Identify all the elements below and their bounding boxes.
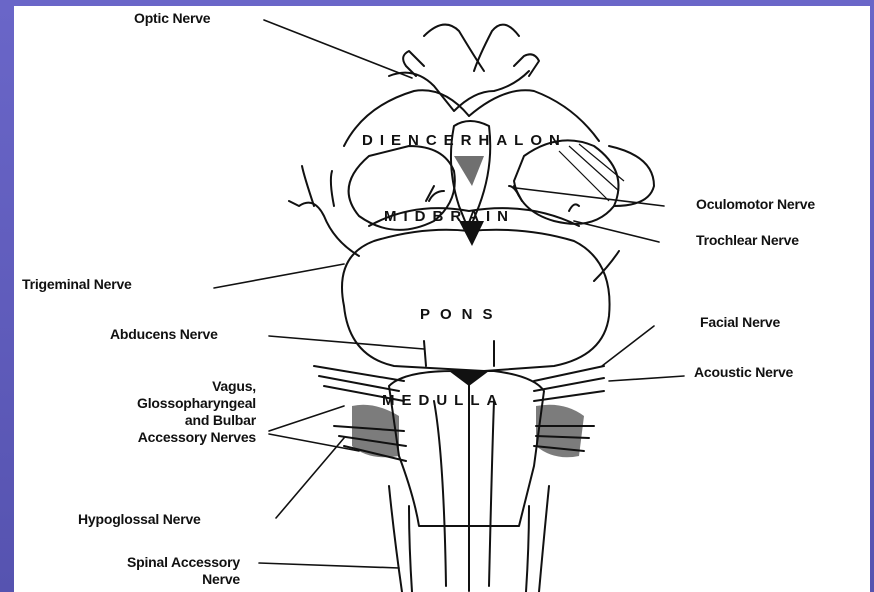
leader-acoustic — [609, 376, 684, 381]
diencephalon-right-lobe — [514, 140, 619, 223]
label-trigeminal-nerve: Trigeminal Nerve — [22, 276, 132, 293]
brainstem-diagram: DIENCERHALON MIDBRAIN PONS MEDULLA Optic… — [14, 6, 870, 592]
spinal-cord-left — [409, 506, 412, 592]
region-pons: PONS — [420, 306, 503, 323]
leader-abducens — [269, 336, 424, 349]
spinal-accessory-root — [389, 486, 402, 592]
leader-vagus-1 — [269, 406, 344, 431]
leader-oculomotor — [516, 188, 664, 206]
rootlets-right-1 — [534, 366, 604, 381]
rootlets-right-2 — [534, 378, 604, 391]
abducens-root-left — [424, 341, 426, 366]
nerve-bundle-left — [352, 405, 399, 458]
trigeminal-branch-2 — [331, 171, 334, 206]
pons-body — [342, 230, 610, 371]
trigeminal-root-left — [289, 201, 359, 256]
trigeminal-branch-1 — [302, 166, 314, 206]
label-vagus-line1: Vagus, — [44, 378, 256, 395]
spinal-accessory-root-right — [539, 486, 549, 592]
olfactory-area-left — [424, 25, 484, 71]
rootlets-left-1 — [314, 366, 404, 381]
label-hypoglossal-nerve: Hypoglossal Nerve — [78, 511, 201, 528]
label-oculomotor-nerve: Oculomotor Nerve — [696, 196, 815, 213]
leader-spinal — [259, 563, 399, 568]
nerve-bundle-right — [536, 405, 584, 458]
leader-hypoglossal — [276, 438, 344, 518]
brainstem-drawing — [14, 6, 870, 592]
label-vagus-line4: Accessory Nerves — [44, 429, 256, 446]
leader-trigeminal — [214, 264, 344, 288]
label-vagus-line2: Glossopharyngeal — [44, 395, 256, 412]
label-abducens-nerve: Abducens Nerve — [110, 326, 218, 343]
label-vagus-line3: and Bulbar — [44, 412, 256, 429]
region-medulla: MEDULLA — [382, 392, 504, 409]
label-acoustic-nerve: Acoustic Nerve — [694, 364, 793, 381]
region-midbrain: MIDBRAIN — [384, 208, 515, 225]
label-spinal-accessory-group: Spinal Accessory Nerve — [54, 554, 240, 588]
leader-trochlear — [574, 221, 659, 242]
label-spinal-line1: Spinal Accessory — [54, 554, 240, 571]
chiasm-shading — [454, 156, 484, 186]
region-diencephalon: DIENCERHALON — [362, 132, 567, 149]
right-temporal-edge — [609, 146, 654, 206]
medulla-pyramid-right — [489, 401, 494, 586]
label-spinal-line2: Nerve — [54, 571, 240, 588]
olfactory-area-right — [474, 25, 519, 71]
label-vagus-group: Vagus, Glossopharyngeal and Bulbar Acces… — [44, 378, 256, 446]
label-optic-nerve: Optic Nerve — [134, 10, 210, 27]
medulla-fold-shading — [449, 371, 489, 386]
label-facial-nerve: Facial Nerve — [700, 314, 780, 331]
medulla-pyramid-left — [434, 401, 446, 586]
spinal-cord-right — [526, 506, 529, 592]
label-trochlear-nerve: Trochlear Nerve — [696, 232, 799, 249]
leader-facial — [602, 326, 654, 366]
trochlear-root — [569, 204, 579, 211]
leader-optic — [264, 20, 412, 78]
